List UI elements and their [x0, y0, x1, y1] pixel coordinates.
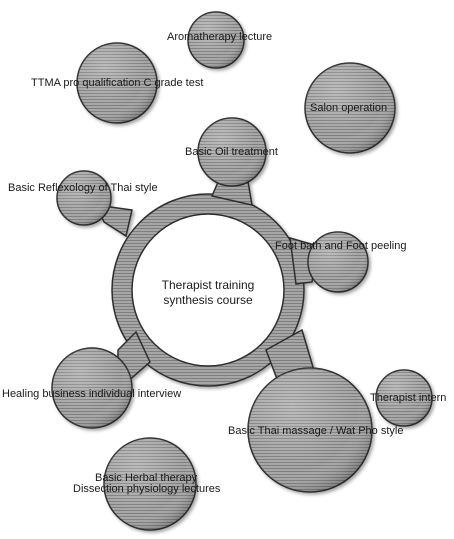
label-herbal-line1: Basic Herbal therapy [95, 472, 198, 484]
label-healing: Healing business individual interview [2, 388, 182, 400]
label-reflexology: Basic Reflexology of Thai style [8, 182, 158, 194]
label-ttma: TTMA pro qualification C grade test [31, 77, 204, 89]
center-title-line1: Therapist training [161, 278, 255, 292]
label-aromatherapy: Aromatherapy lecture [167, 31, 273, 43]
standalone-bubbles [76, 11, 396, 531]
label-herbal-line2: Dissection physiology lectures [73, 483, 221, 495]
central-ring-inner-edge [131, 213, 285, 367]
label-intern: Therapist intern [370, 392, 447, 404]
label-foot-bath: Foot bath and Foot peeling [275, 240, 407, 252]
center-title-line2: synthesis course [163, 293, 253, 307]
label-basic-oil: Basic Oil treatment [185, 146, 278, 158]
center-title: Therapist training synthesis course [148, 278, 268, 308]
label-thai-massage: Basic Thai massage / Wat Pho style [228, 425, 404, 437]
label-salon: Salon operation [310, 102, 388, 114]
